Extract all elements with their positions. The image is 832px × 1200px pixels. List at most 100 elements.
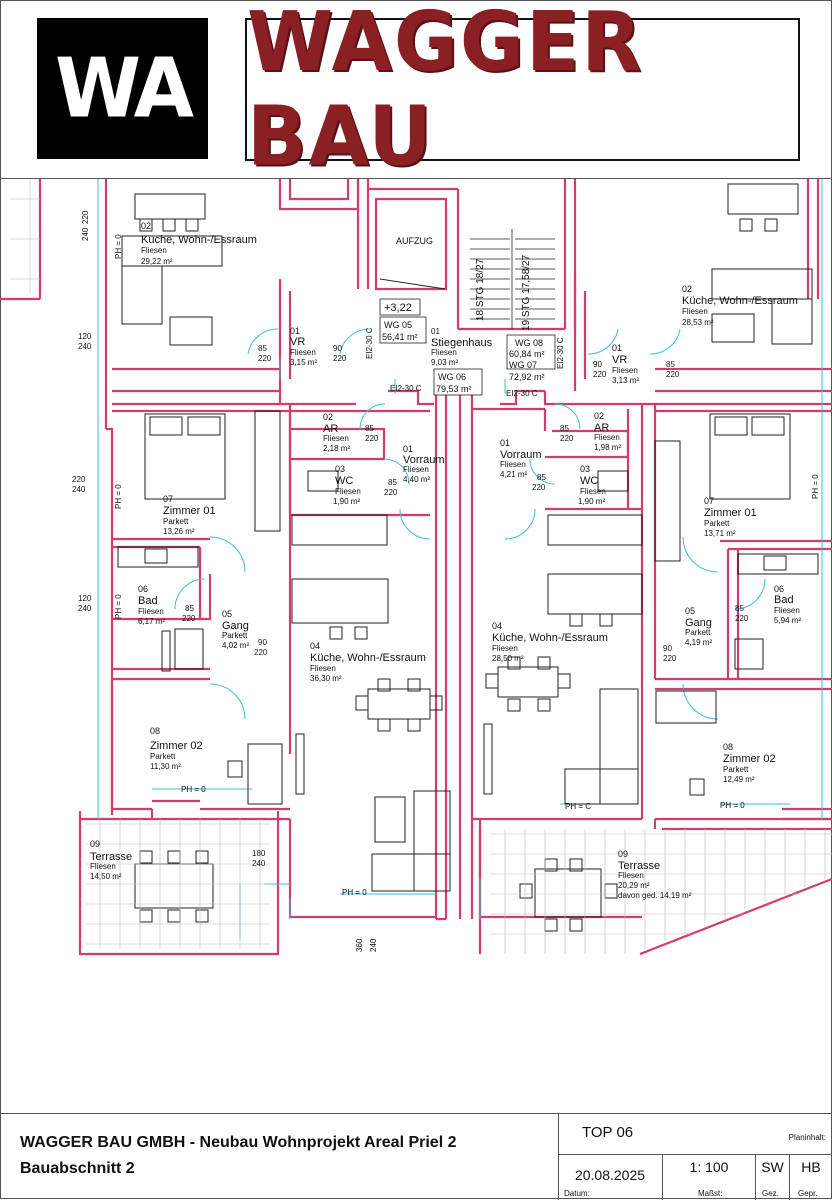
dim-220: 220 xyxy=(560,434,574,443)
svg-text:18 STG 18/27: 18 STG 18/27 xyxy=(475,258,486,321)
svg-text:Fliesen: Fliesen xyxy=(774,606,800,615)
svg-text:WC: WC xyxy=(580,475,598,487)
dim-220: 220 xyxy=(666,370,680,379)
svg-text:20,29 m²: 20,29 m² xyxy=(618,881,650,890)
dim-85: 85 xyxy=(388,478,397,487)
svg-text:36,30 m²: 36,30 m² xyxy=(310,674,342,683)
dim-220: 220 xyxy=(735,614,749,623)
svg-text:06: 06 xyxy=(774,584,784,594)
svg-text:3,13 m²: 3,13 m² xyxy=(612,376,639,385)
svg-text:13,26 m²: 13,26 m² xyxy=(163,527,195,536)
svg-text:3,15 m²: 3,15 m² xyxy=(290,358,317,367)
terrace-grid xyxy=(10,179,832,954)
svg-text:Parkett: Parkett xyxy=(222,631,248,640)
level-marker: +3,22 xyxy=(384,302,412,314)
svg-text:12,49 m²: 12,49 m² xyxy=(723,775,755,784)
svg-text:01: 01 xyxy=(290,326,300,336)
svg-text:19 STG 17,58/27: 19 STG 17,58/27 xyxy=(521,254,532,331)
svg-text:Bad: Bad xyxy=(138,595,158,607)
svg-text:4,21 m²: 4,21 m² xyxy=(500,470,527,479)
svg-text:72,92 m²: 72,92 m² xyxy=(509,372,545,382)
dim-90: 90 xyxy=(333,344,342,353)
dim-220: 220 xyxy=(384,488,398,497)
brand-logo: WAGGER BAU xyxy=(245,0,800,184)
fire-rating: EI2-30 C xyxy=(365,327,374,359)
dim-90: 90 xyxy=(593,360,602,369)
svg-text:Fliesen: Fliesen xyxy=(310,664,336,673)
svg-text:4,19 m²: 4,19 m² xyxy=(685,638,712,647)
svg-text:WG 05: WG 05 xyxy=(384,320,412,330)
dim-85: 85 xyxy=(365,424,374,433)
svg-text:AR: AR xyxy=(323,423,338,435)
dim-220: 220 xyxy=(333,354,347,363)
ph-label: PH = 0 xyxy=(181,785,206,794)
svg-text:08: 08 xyxy=(723,742,733,752)
svg-text:1,98 m²: 1,98 m² xyxy=(594,443,621,452)
plan-content-cell: TOP 06 Planinhalt: xyxy=(558,1114,832,1155)
dim-85: 85 xyxy=(560,424,569,433)
svg-text:1,90 m²: 1,90 m² xyxy=(333,497,360,506)
svg-text:Fliesen: Fliesen xyxy=(682,307,708,316)
dim-240: 240 xyxy=(72,485,86,494)
svg-text:davon ged. 14,19 m²: davon ged. 14,19 m² xyxy=(618,891,692,900)
project-title: WAGGER BAU GMBH - Neubau Wohnprojekt Are… xyxy=(20,1134,457,1151)
dim-85: 85 xyxy=(185,604,194,613)
dim-240: 240 xyxy=(369,938,378,952)
dim-240: 240 xyxy=(78,604,92,613)
dim-220: 220 xyxy=(258,354,272,363)
svg-text:07: 07 xyxy=(163,494,173,504)
svg-text:WC: WC xyxy=(335,475,353,487)
dim-220: 220 xyxy=(663,654,677,663)
svg-text:11,30 m²: 11,30 m² xyxy=(150,762,181,771)
scale-cell: 1: 100 Maßst: xyxy=(663,1155,756,1200)
svg-text:03: 03 xyxy=(580,464,590,474)
dim-120: 120 xyxy=(78,594,92,603)
svg-text:04: 04 xyxy=(310,641,320,651)
svg-text:Gang: Gang xyxy=(685,617,712,629)
header: WA WAGGER BAU xyxy=(0,0,832,184)
svg-text:02: 02 xyxy=(141,221,151,231)
fire-rating: EI2-30 C xyxy=(390,384,422,393)
svg-text:Küche, Wohn-/Essraum: Küche, Wohn-/Essraum xyxy=(492,632,608,644)
svg-text:Fliesen: Fliesen xyxy=(90,862,116,871)
svg-text:AR: AR xyxy=(594,422,609,434)
brand-name: WAGGER BAU xyxy=(247,0,644,184)
scale-label: Maßst: xyxy=(698,1189,723,1198)
checked-by-label: Gepr. xyxy=(798,1189,818,1198)
svg-text:04: 04 xyxy=(492,621,502,631)
drawn-by-value: SW xyxy=(761,1159,784,1175)
svg-text:01: 01 xyxy=(500,438,510,448)
logo-mark-text: WA xyxy=(55,41,194,136)
dim-220: 220 xyxy=(254,648,268,657)
svg-text:03: 03 xyxy=(335,464,345,474)
ph-c-label: PH = C xyxy=(565,802,591,811)
svg-text:06: 06 xyxy=(138,584,148,594)
svg-text:Zimmer 01: Zimmer 01 xyxy=(163,505,216,517)
title-block: WAGGER BAU GMBH - Neubau Wohnprojekt Are… xyxy=(0,1113,832,1200)
svg-text:6,17 m²: 6,17 m² xyxy=(138,617,165,626)
svg-text:Terrasse: Terrasse xyxy=(90,851,132,863)
dim-220: 220 xyxy=(182,614,196,623)
svg-text:4,02 m²: 4,02 m² xyxy=(222,641,249,650)
svg-text:Küche, Wohn-/Essraum: Küche, Wohn-/Essraum xyxy=(682,295,798,307)
svg-text:Parkett: Parkett xyxy=(685,628,711,637)
svg-text:01: 01 xyxy=(612,343,622,353)
dim-90: 90 xyxy=(663,644,672,653)
dim-90: 90 xyxy=(258,638,267,647)
svg-text:Fliesen: Fliesen xyxy=(403,465,429,474)
svg-text:4,40 m²: 4,40 m² xyxy=(403,475,430,484)
room-labels: 02 Küche, Wohn-/Essraum Fliesen 29,22 m²… xyxy=(90,221,801,900)
dim-85: 85 xyxy=(666,360,675,369)
ph-label: PH = 0 xyxy=(114,484,123,509)
svg-text:Fliesen: Fliesen xyxy=(431,348,457,357)
svg-text:WG 06: WG 06 xyxy=(438,372,466,382)
svg-text:Zimmer 02: Zimmer 02 xyxy=(723,753,776,765)
date-cell: 20.08.2025 Datum: xyxy=(558,1155,663,1200)
svg-text:Fliesen: Fliesen xyxy=(580,487,606,496)
dim-120: 120 xyxy=(78,332,92,341)
fire-rating: EI2-30 C xyxy=(506,389,538,398)
svg-text:Terrasse: Terrasse xyxy=(618,860,660,872)
svg-text:Fliesen: Fliesen xyxy=(141,246,167,255)
svg-text:Vorraum: Vorraum xyxy=(500,449,542,461)
top-number: TOP 06 xyxy=(582,1124,634,1141)
